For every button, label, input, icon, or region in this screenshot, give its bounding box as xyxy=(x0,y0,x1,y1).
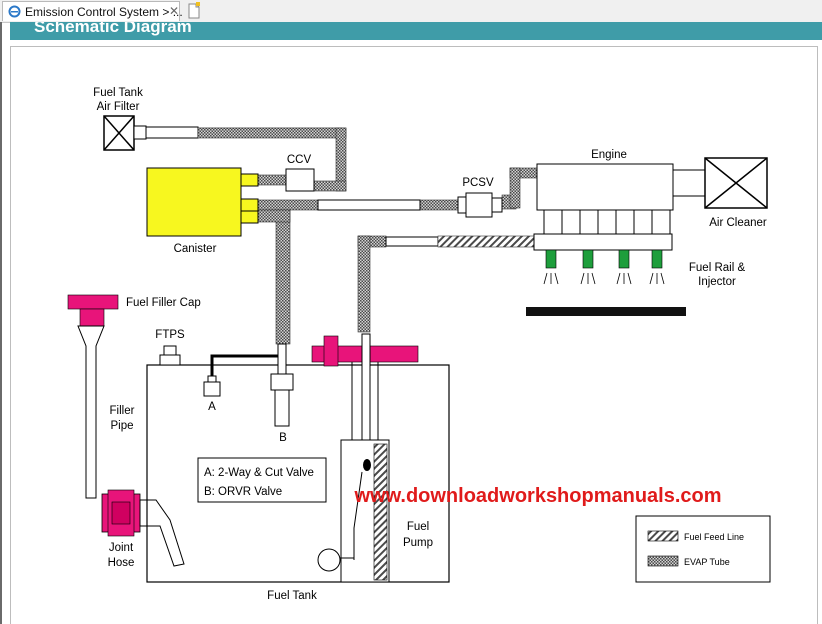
label-valve-b: B xyxy=(279,432,287,444)
fuel-feed-line xyxy=(437,235,535,248)
label-engine: Engine xyxy=(591,149,627,161)
label-air-cleaner: Air Cleaner xyxy=(709,217,767,229)
fuel-filler xyxy=(67,294,185,567)
canister xyxy=(146,167,259,237)
label-fuel-pump-1: Fuel xyxy=(407,521,429,533)
label-joint-hose-2: Hose xyxy=(108,557,135,569)
label-fuel-filler-cap: Fuel Filler Cap xyxy=(126,297,201,309)
ccv-valve xyxy=(285,168,315,192)
fuel-injectors xyxy=(526,249,686,316)
engine xyxy=(533,163,706,251)
label-ccv: CCV xyxy=(287,154,312,166)
fuel-pump xyxy=(317,333,390,583)
section-header: Schematic Diagram xyxy=(10,22,822,40)
label-fuel-pump-2: Pump xyxy=(403,537,433,549)
legend-swatch-feed xyxy=(647,530,679,542)
left-border xyxy=(0,22,2,624)
label-ftps: FTPS xyxy=(155,329,185,341)
label-fuel-rail-1: Fuel Rail & xyxy=(689,262,746,274)
evap-tubes xyxy=(197,127,539,345)
label-valve-key-a: A: 2-Way & Cut Valve xyxy=(204,467,314,479)
tab-title: Emission Control System > ... xyxy=(25,5,183,19)
legend-swatch-evap xyxy=(647,555,679,567)
diagram-frame xyxy=(10,46,818,624)
label-canister: Canister xyxy=(174,243,217,255)
fuel-tank xyxy=(146,364,450,583)
label-pcsv: PCSV xyxy=(462,177,494,189)
valve-b xyxy=(270,343,294,427)
label-filler-pipe-1: Filler xyxy=(110,405,135,417)
label-joint-hose-1: Joint xyxy=(109,542,134,554)
ie-page-icon xyxy=(8,5,21,18)
pcsv-valve xyxy=(457,192,503,218)
air-cleaner xyxy=(704,157,768,209)
label-fuel-tank-air-filter-1: Fuel Tank xyxy=(93,87,143,99)
fuel-tank-air-filter xyxy=(103,115,199,151)
legend-label-evap: EVAP Tube xyxy=(684,557,730,567)
label-valve-key-b: B: ORVR Valve xyxy=(204,486,282,498)
label-fuel-rail-2: Injector xyxy=(698,276,736,288)
valve-a xyxy=(203,354,282,397)
ftps-sensor xyxy=(159,345,181,366)
label-valve-a: A xyxy=(208,401,216,413)
legend xyxy=(635,515,771,583)
label-fuel-tank: Fuel Tank xyxy=(267,590,317,602)
label-fuel-tank-air-filter-2: Air Filter xyxy=(97,101,140,113)
page-title: Schematic Diagram xyxy=(34,22,192,36)
browser-tab[interactable]: Emission Control System > ... ✕ xyxy=(2,1,183,21)
close-tab-icon[interactable]: ✕ xyxy=(169,4,180,18)
watermark-text: www.downloadworkshopmanuals.com xyxy=(353,485,721,507)
valve-key-box xyxy=(197,457,327,503)
new-tab-icon[interactable] xyxy=(185,2,203,20)
label-filler-pipe-2: Pipe xyxy=(110,420,133,432)
legend-label-feed: Fuel Feed Line xyxy=(684,532,744,542)
